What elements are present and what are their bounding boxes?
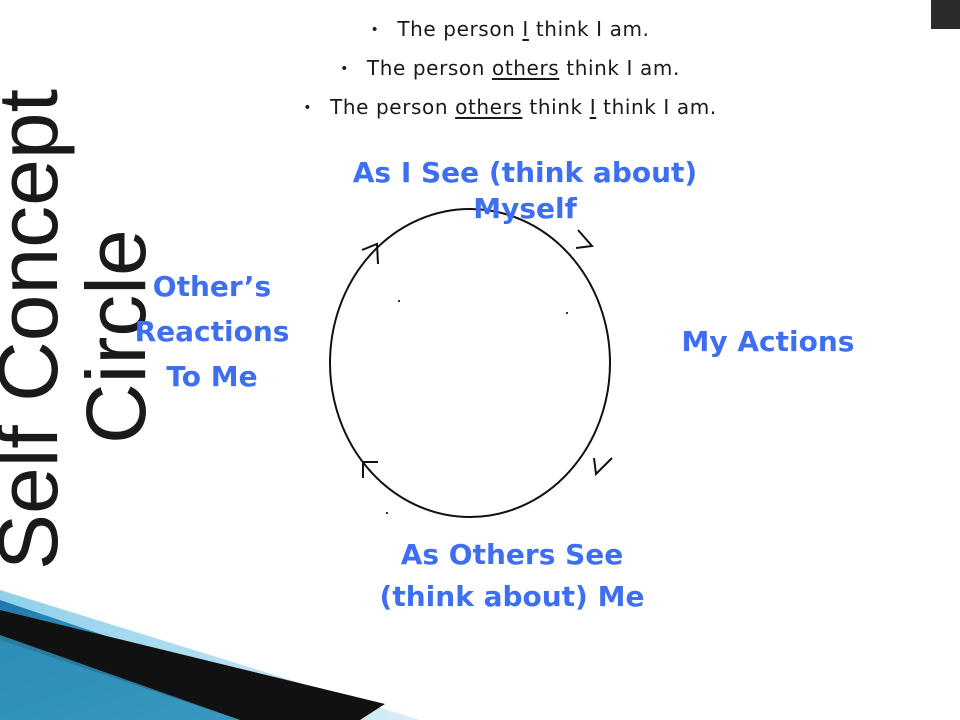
- bullet-list: •The person I think I am. •The person ot…: [0, 10, 960, 127]
- emphasis-word: others: [455, 95, 523, 119]
- bullet-item: •The person others think I am.: [0, 49, 960, 88]
- bullet-item: •The person others think I think I am.: [0, 88, 960, 127]
- node-top-line-2: Myself: [473, 192, 577, 225]
- node-label-right: My Actions: [681, 325, 855, 358]
- node-left-line-2: Reactions: [134, 315, 290, 348]
- emphasis-word: I: [522, 17, 529, 41]
- node-label-top: As I See (think about) Myself: [286, 152, 764, 230]
- cycle-diagram: [329, 208, 613, 518]
- emphasis-word: I: [589, 95, 597, 119]
- bullet-item: •The person I think I am.: [0, 10, 960, 49]
- node-left-line-3: To Me: [166, 360, 258, 393]
- node-label-bottom: As Others See (think about) Me: [334, 534, 690, 618]
- arrow-top-right-icon: [575, 229, 594, 249]
- node-label-left: Other’s Reactions To Me: [112, 264, 312, 399]
- bullet-dot-icon: •: [340, 61, 349, 77]
- bullet-dot-icon: •: [303, 100, 313, 116]
- decor-swoosh-band: [0, 635, 240, 720]
- node-bottom-line-1: As Others See: [400, 538, 624, 571]
- decor-swoosh-dark: [0, 610, 385, 720]
- node-bottom-line-2: (think about) Me: [379, 580, 645, 613]
- cycle-dots: [386, 300, 568, 514]
- arrow-bottom-left-icon: [362, 461, 378, 478]
- cycle-circle: [329, 208, 611, 518]
- arrow-top-left-icon: [361, 242, 379, 265]
- node-left-line-1: Other’s: [152, 270, 272, 303]
- node-top-line-1: As I See (think about): [352, 156, 698, 189]
- arrow-bottom-right-icon: [593, 457, 613, 477]
- decor-corner-square: [931, 0, 960, 29]
- emphasis-word: others: [492, 56, 560, 80]
- slide-title-line-1: Self Concept: [0, 89, 75, 570]
- bullet-dot-icon: •: [370, 22, 380, 38]
